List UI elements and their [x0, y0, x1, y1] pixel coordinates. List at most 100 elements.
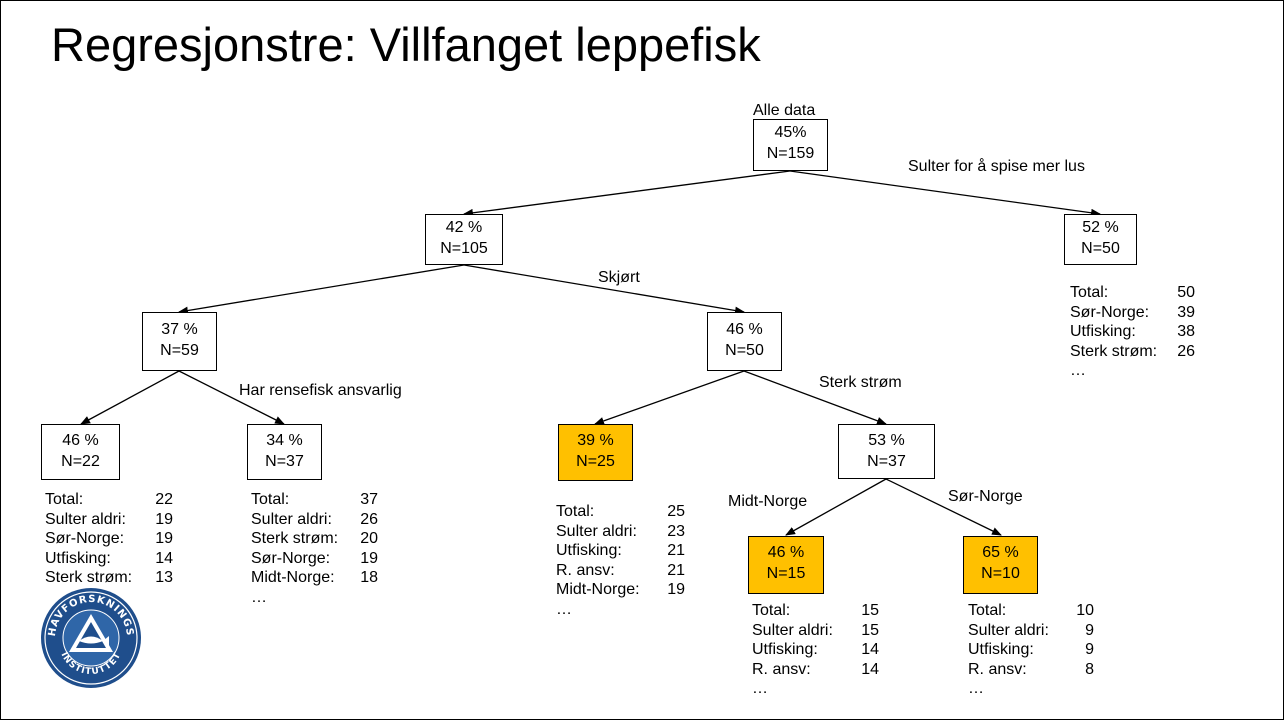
stats-node-37: Total:37 Sulter aldri:26 Sterk strøm:20 …	[251, 490, 378, 607]
stats-key: Sulter aldri:	[251, 510, 332, 528]
stats-node-10: Total: 10 Sulter aldri: 9 Utfisking: 9 R. a…	[968, 601, 1094, 699]
node-root-pct: 45%	[774, 124, 807, 141]
stats-key: Total:	[45, 491, 84, 508]
stats-row: Sulter aldri: 9	[968, 621, 1094, 641]
edge-46-53	[743, 370, 887, 425]
stats-row: Utfisking:21	[556, 541, 685, 561]
stats-value: 9	[1085, 641, 1094, 658]
node-37: 37 % N=59	[142, 312, 217, 371]
split-label-sor: Sør-Norge	[948, 488, 1023, 505]
stats-row: Sør-Norge: 19	[45, 529, 173, 549]
stats-key: Sulter aldri:	[968, 621, 1049, 639]
node-46c-highlighted: 46 % N=15	[748, 536, 824, 594]
node-42-n: N=105	[440, 240, 488, 257]
stats-value: 18	[360, 569, 378, 586]
stats-value: 25	[667, 503, 685, 520]
node-46-n: N=50	[725, 342, 764, 359]
stats-value: 20	[360, 530, 378, 547]
stats-key: R. ansv:	[752, 660, 811, 678]
stats-ellipsis: …	[968, 680, 984, 697]
node-53: 53 % N=37	[838, 424, 935, 479]
stats-value: 8	[1085, 660, 1094, 678]
stats-key: Utfisking:	[968, 641, 1034, 658]
node-46: 46 % N=50	[707, 312, 782, 371]
node-46b-n: N=22	[61, 453, 100, 470]
node-34-pct: 34 %	[266, 432, 303, 449]
node-46-pct: 46 %	[726, 321, 763, 338]
node-39-highlighted: 39 % N=25	[558, 424, 633, 481]
stats-value: 22	[155, 491, 173, 508]
node-root: 45% N=159	[753, 119, 828, 171]
stats-key: Total:	[1070, 284, 1109, 301]
node-39-pct: 39 %	[577, 432, 614, 449]
stats-key: Sterk strøm:	[251, 530, 339, 547]
node-42: 42 % N=105	[425, 214, 503, 265]
edge-53-46c	[785, 478, 887, 536]
stats-value: 39	[1177, 303, 1195, 321]
node-65-highlighted: 65 % N=10	[963, 536, 1038, 594]
root-label: Alle data	[753, 102, 816, 119]
stats-ellipsis: …	[556, 600, 572, 618]
stats-value: 26	[1177, 342, 1195, 360]
node-39-n: N=25	[576, 453, 615, 470]
stats-ellipsis: …	[1070, 362, 1086, 379]
stats-value: 14	[861, 660, 879, 678]
stats-value: 10	[1076, 602, 1094, 619]
stats-key: Sulter aldri:	[752, 621, 833, 639]
stats-value: 15	[861, 602, 879, 619]
stats-value: 19	[667, 581, 685, 598]
stats-row: Total:25	[556, 502, 685, 522]
stats-key: Total:	[968, 602, 1007, 619]
stats-key: Utfisking:	[556, 542, 622, 559]
stats-row: R. ansv:21	[556, 561, 685, 581]
institute-logo-icon: HAVFORSKNINGS INSTITUTTET	[41, 588, 141, 688]
stats-key: R. ansv:	[968, 660, 1027, 678]
node-52-pct: 52 %	[1082, 219, 1119, 236]
node-53-pct: 53 %	[868, 432, 905, 449]
node-53-n: N=37	[867, 453, 906, 470]
stats-row: Utfisking:14	[45, 549, 173, 569]
node-52: 52 % N=50	[1064, 214, 1137, 265]
node-34-n: N=37	[265, 453, 304, 470]
stats-value: 14	[155, 549, 173, 567]
stats-value: 23	[667, 522, 685, 540]
stats-row: Sterk strøm:26	[1070, 342, 1195, 362]
stats-row: Total: 10	[968, 601, 1094, 621]
stats-value: 13	[155, 569, 173, 586]
stats-key: Sør-Norge:	[45, 530, 125, 547]
edge-root-42	[463, 170, 791, 217]
edge-37-46b	[80, 370, 180, 425]
stats-value: 19	[360, 549, 378, 567]
node-46b-pct: 46 %	[62, 432, 99, 449]
node-46b: 46 % N=22	[41, 424, 120, 480]
stats-value: 26	[360, 510, 378, 528]
stats-key: Sør-Norge:	[251, 549, 331, 567]
stats-row: Sulter aldri:23	[556, 522, 685, 542]
stats-value: 19	[155, 530, 173, 547]
split-label-sterk: Sterk strøm	[819, 374, 902, 391]
split-label-sulter: Sulter for å spise mer lus	[908, 158, 1085, 175]
stats-row: Utfisking:38	[1070, 322, 1195, 342]
stats-key: Midt-Norge:	[251, 569, 335, 586]
stats-value: 15	[861, 621, 879, 639]
stats-value: 14	[861, 641, 879, 658]
stats-row: Sulter aldri:19	[45, 510, 173, 530]
stats-key: Sulter aldri:	[45, 510, 126, 528]
stats-value: 38	[1177, 323, 1195, 340]
stats-row: Total:50	[1070, 283, 1195, 303]
stats-row: Sterk strøm:13	[45, 568, 173, 588]
edge-42-46	[463, 264, 745, 315]
split-label-midt: Midt-Norge	[728, 493, 808, 510]
stats-row: R. ansv: 8	[968, 660, 1094, 680]
stats-row: Sør-Norge: 19	[251, 549, 378, 569]
stats-row: Midt-Norge:19	[556, 580, 685, 600]
stats-value: 37	[360, 491, 378, 508]
stats-ellipsis: …	[251, 588, 267, 606]
stats-row: Sulter aldri: 26	[251, 510, 378, 530]
node-37-pct: 37 %	[161, 321, 198, 338]
stats-row: R. ansv: 14	[752, 660, 879, 680]
stats-key: R. ansv:	[556, 561, 615, 579]
stats-value: 9	[1085, 621, 1094, 639]
